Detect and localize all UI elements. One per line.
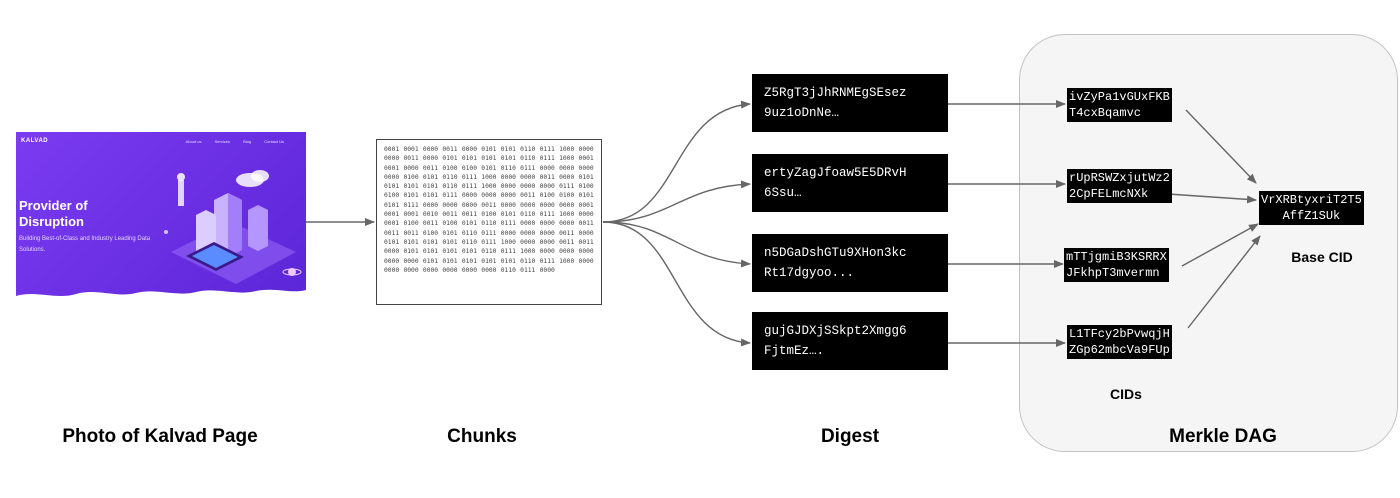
- stage-label-photo: Photo of Kalvad Page: [62, 426, 258, 447]
- digest-box: n5DGaDshGTu9XHon3kc Rt17dgyoo...: [752, 234, 948, 292]
- cid-label: mTTjgmiB3KSRRX JFkhpT3mvermn: [1064, 248, 1169, 282]
- arrow-chunks-to-digest-4: [602, 221, 751, 347]
- arrow-chunks-to-digest-1: [602, 100, 751, 223]
- cid-line: T4cxBqamvc: [1069, 106, 1142, 120]
- base-cid-caption: Base CID: [1291, 249, 1353, 265]
- digest-box: gujGJDXjSSkpt2Xmgg6 FjtmEz….: [752, 312, 948, 370]
- cids-caption: CIDs: [1110, 386, 1142, 402]
- arrow-cid-to-base-4: [1187, 235, 1261, 329]
- arrow-chunks-to-digest-3: [602, 221, 751, 268]
- nav-item: Contact Us: [264, 139, 284, 144]
- cid-line: JFkhpT3mvermn: [1066, 266, 1160, 280]
- nav-item: About us: [185, 139, 202, 144]
- cid-label: ivZyPa1vGUxFKB T4cxBqamvc: [1067, 88, 1172, 122]
- digest-line: Rt17dgyoo...: [764, 266, 855, 280]
- arrow-cid-to-base-3: [1181, 223, 1259, 267]
- cid-label: L1TFcy2bPvwqjH ZGp62mbcVa9FUp: [1067, 325, 1172, 359]
- hero-subtitle: Building Best-of-Class and Industry Lead…: [19, 236, 151, 253]
- nav-item: Blog: [243, 139, 252, 144]
- base-cid-line: VrXRBtyxriT2T5: [1261, 193, 1362, 207]
- digest-line: 9uz1oDnNe…: [764, 106, 840, 120]
- digest-line: gujGJDXjSSkpt2Xmgg6: [764, 324, 907, 338]
- stage-label-chunks: Chunks: [447, 426, 517, 447]
- isometric-illustration: [164, 170, 302, 284]
- cid-line: L1TFcy2bPvwqjH: [1069, 327, 1170, 341]
- cid-line: 2CpFELmcNXk: [1069, 187, 1149, 201]
- hero-title: Provider of Disruption: [19, 198, 88, 229]
- wave-decoration: [16, 289, 306, 310]
- digest-line: ertyZagJfoaw5E5DRvH: [764, 166, 907, 180]
- digest-line: Z5RgT3jJhRNMEgSEsez: [764, 86, 907, 100]
- base-cid: VrXRBtyxriT2T5 AffZ1SUk: [1259, 191, 1364, 225]
- digest-box: ertyZagJfoaw5E5DRvH 6Ssu…: [752, 154, 948, 212]
- cid-label: rUpRSWZxjutWz2 2CpFELmcNXk: [1067, 169, 1172, 203]
- arrow-chunks-to-digest-2: [602, 180, 751, 223]
- stage-label-merkle: Merkle DAG: [1169, 426, 1277, 447]
- kalvad-page-screenshot: KALVAD About us Services Blog Contact Us…: [16, 132, 306, 310]
- arrow-cid-to-base-1: [1185, 109, 1257, 184]
- digest-box: Z5RgT3jJhRNMEgSEsez 9uz1oDnNe…: [752, 74, 948, 132]
- cid-line: rUpRSWZxjutWz2: [1069, 171, 1170, 185]
- kalvad-nav: About us Services Blog Contact Us: [174, 139, 284, 144]
- chunks-box: 0001 0001 0000 0011 0000 0101 0101 0110 …: [376, 139, 602, 305]
- cid-line: ZGp62mbcVa9FUp: [1069, 343, 1170, 357]
- cid-line: mTTjgmiB3KSRRX: [1066, 250, 1167, 264]
- kalvad-logo: KALVAD: [21, 138, 49, 144]
- base-cid-line: AffZ1SUk: [1282, 209, 1341, 223]
- digest-line: FjtmEz….: [764, 344, 825, 358]
- cid-line: ivZyPa1vGUxFKB: [1069, 90, 1170, 104]
- digest-line: 6Ssu…: [764, 186, 802, 200]
- stage-label-digest: Digest: [820, 426, 880, 447]
- digest-line: n5DGaDshGTu9XHon3kc: [764, 246, 907, 260]
- arrow-cid-to-base-2: [1167, 193, 1257, 204]
- binary-chunks-text: 0001 0001 0000 0011 0000 0101 0101 0110 …: [384, 146, 599, 274]
- nav-item: Services: [214, 139, 230, 144]
